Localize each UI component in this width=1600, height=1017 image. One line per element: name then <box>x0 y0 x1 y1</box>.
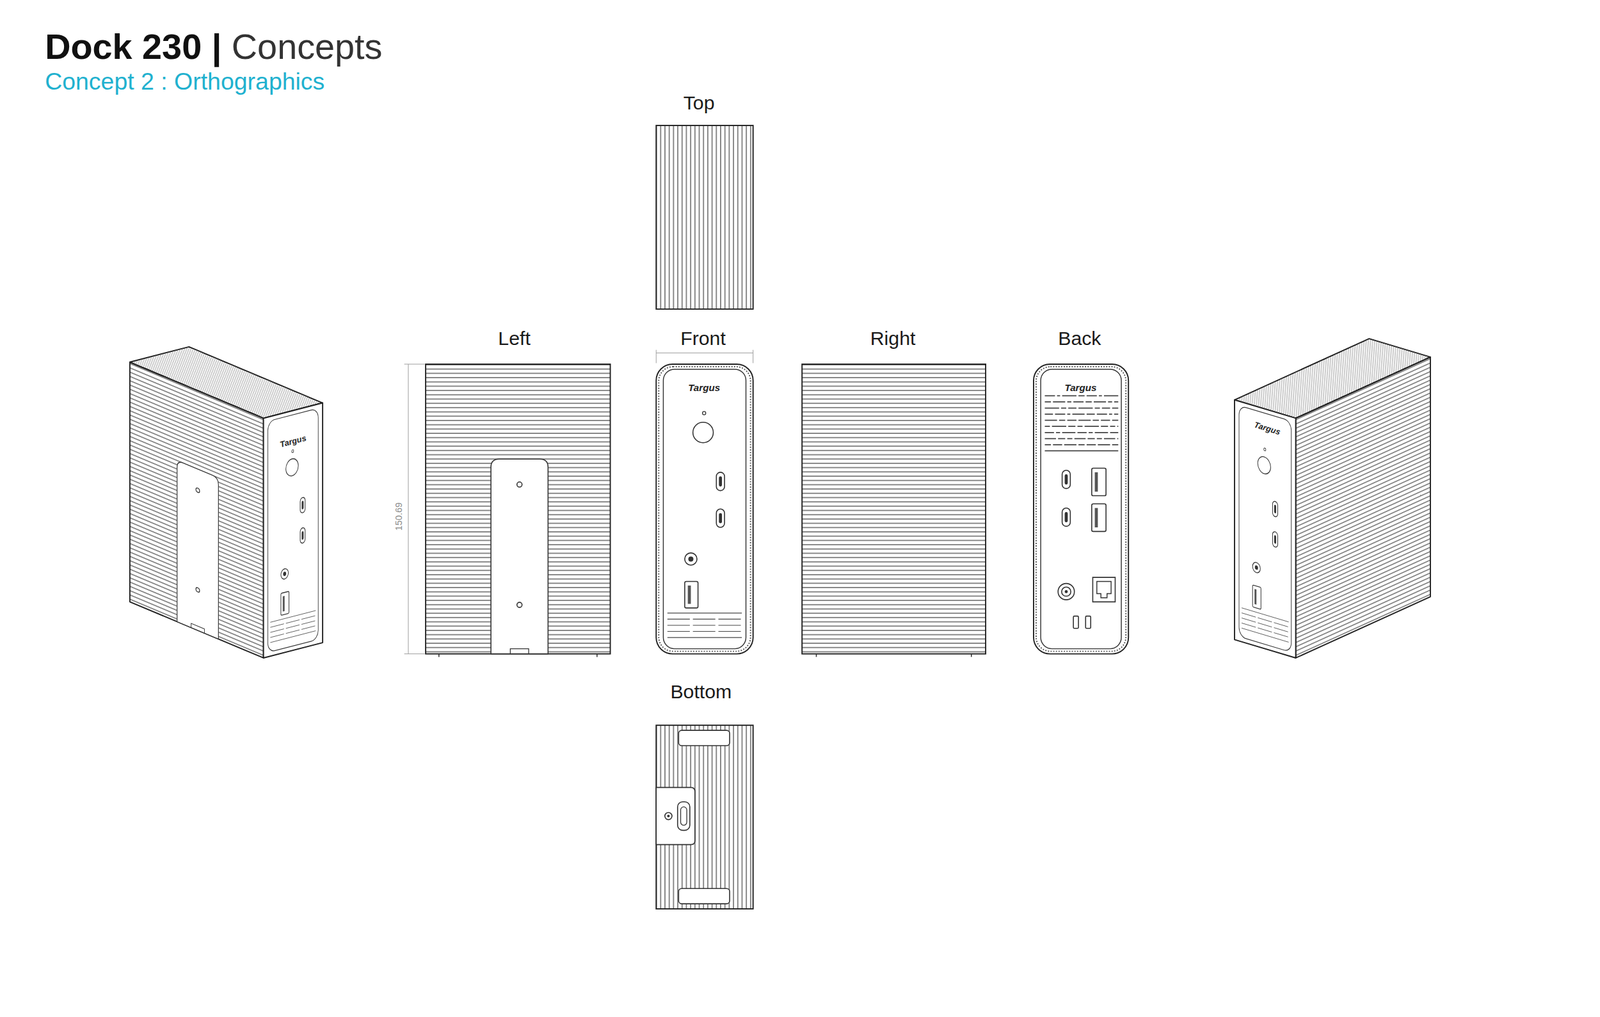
view-label: Left <box>497 327 531 351</box>
right-isometric <box>1234 338 1431 658</box>
brand-logo: Targus <box>688 382 720 393</box>
dimension: 150.69 <box>393 501 404 532</box>
view-label: Front <box>679 327 728 351</box>
view-label: Back <box>1057 327 1101 351</box>
left-isometric <box>129 346 323 658</box>
view-label: Bottom <box>670 680 732 704</box>
page-title: Dock 230 | Concepts <box>44 26 383 68</box>
brand-logo: Targus <box>1064 382 1097 393</box>
view-label: Top <box>683 92 715 115</box>
view-label: Right <box>870 327 916 351</box>
back-view <box>1033 364 1129 655</box>
subtitle: Concept 2 : Orthographics <box>44 67 325 96</box>
